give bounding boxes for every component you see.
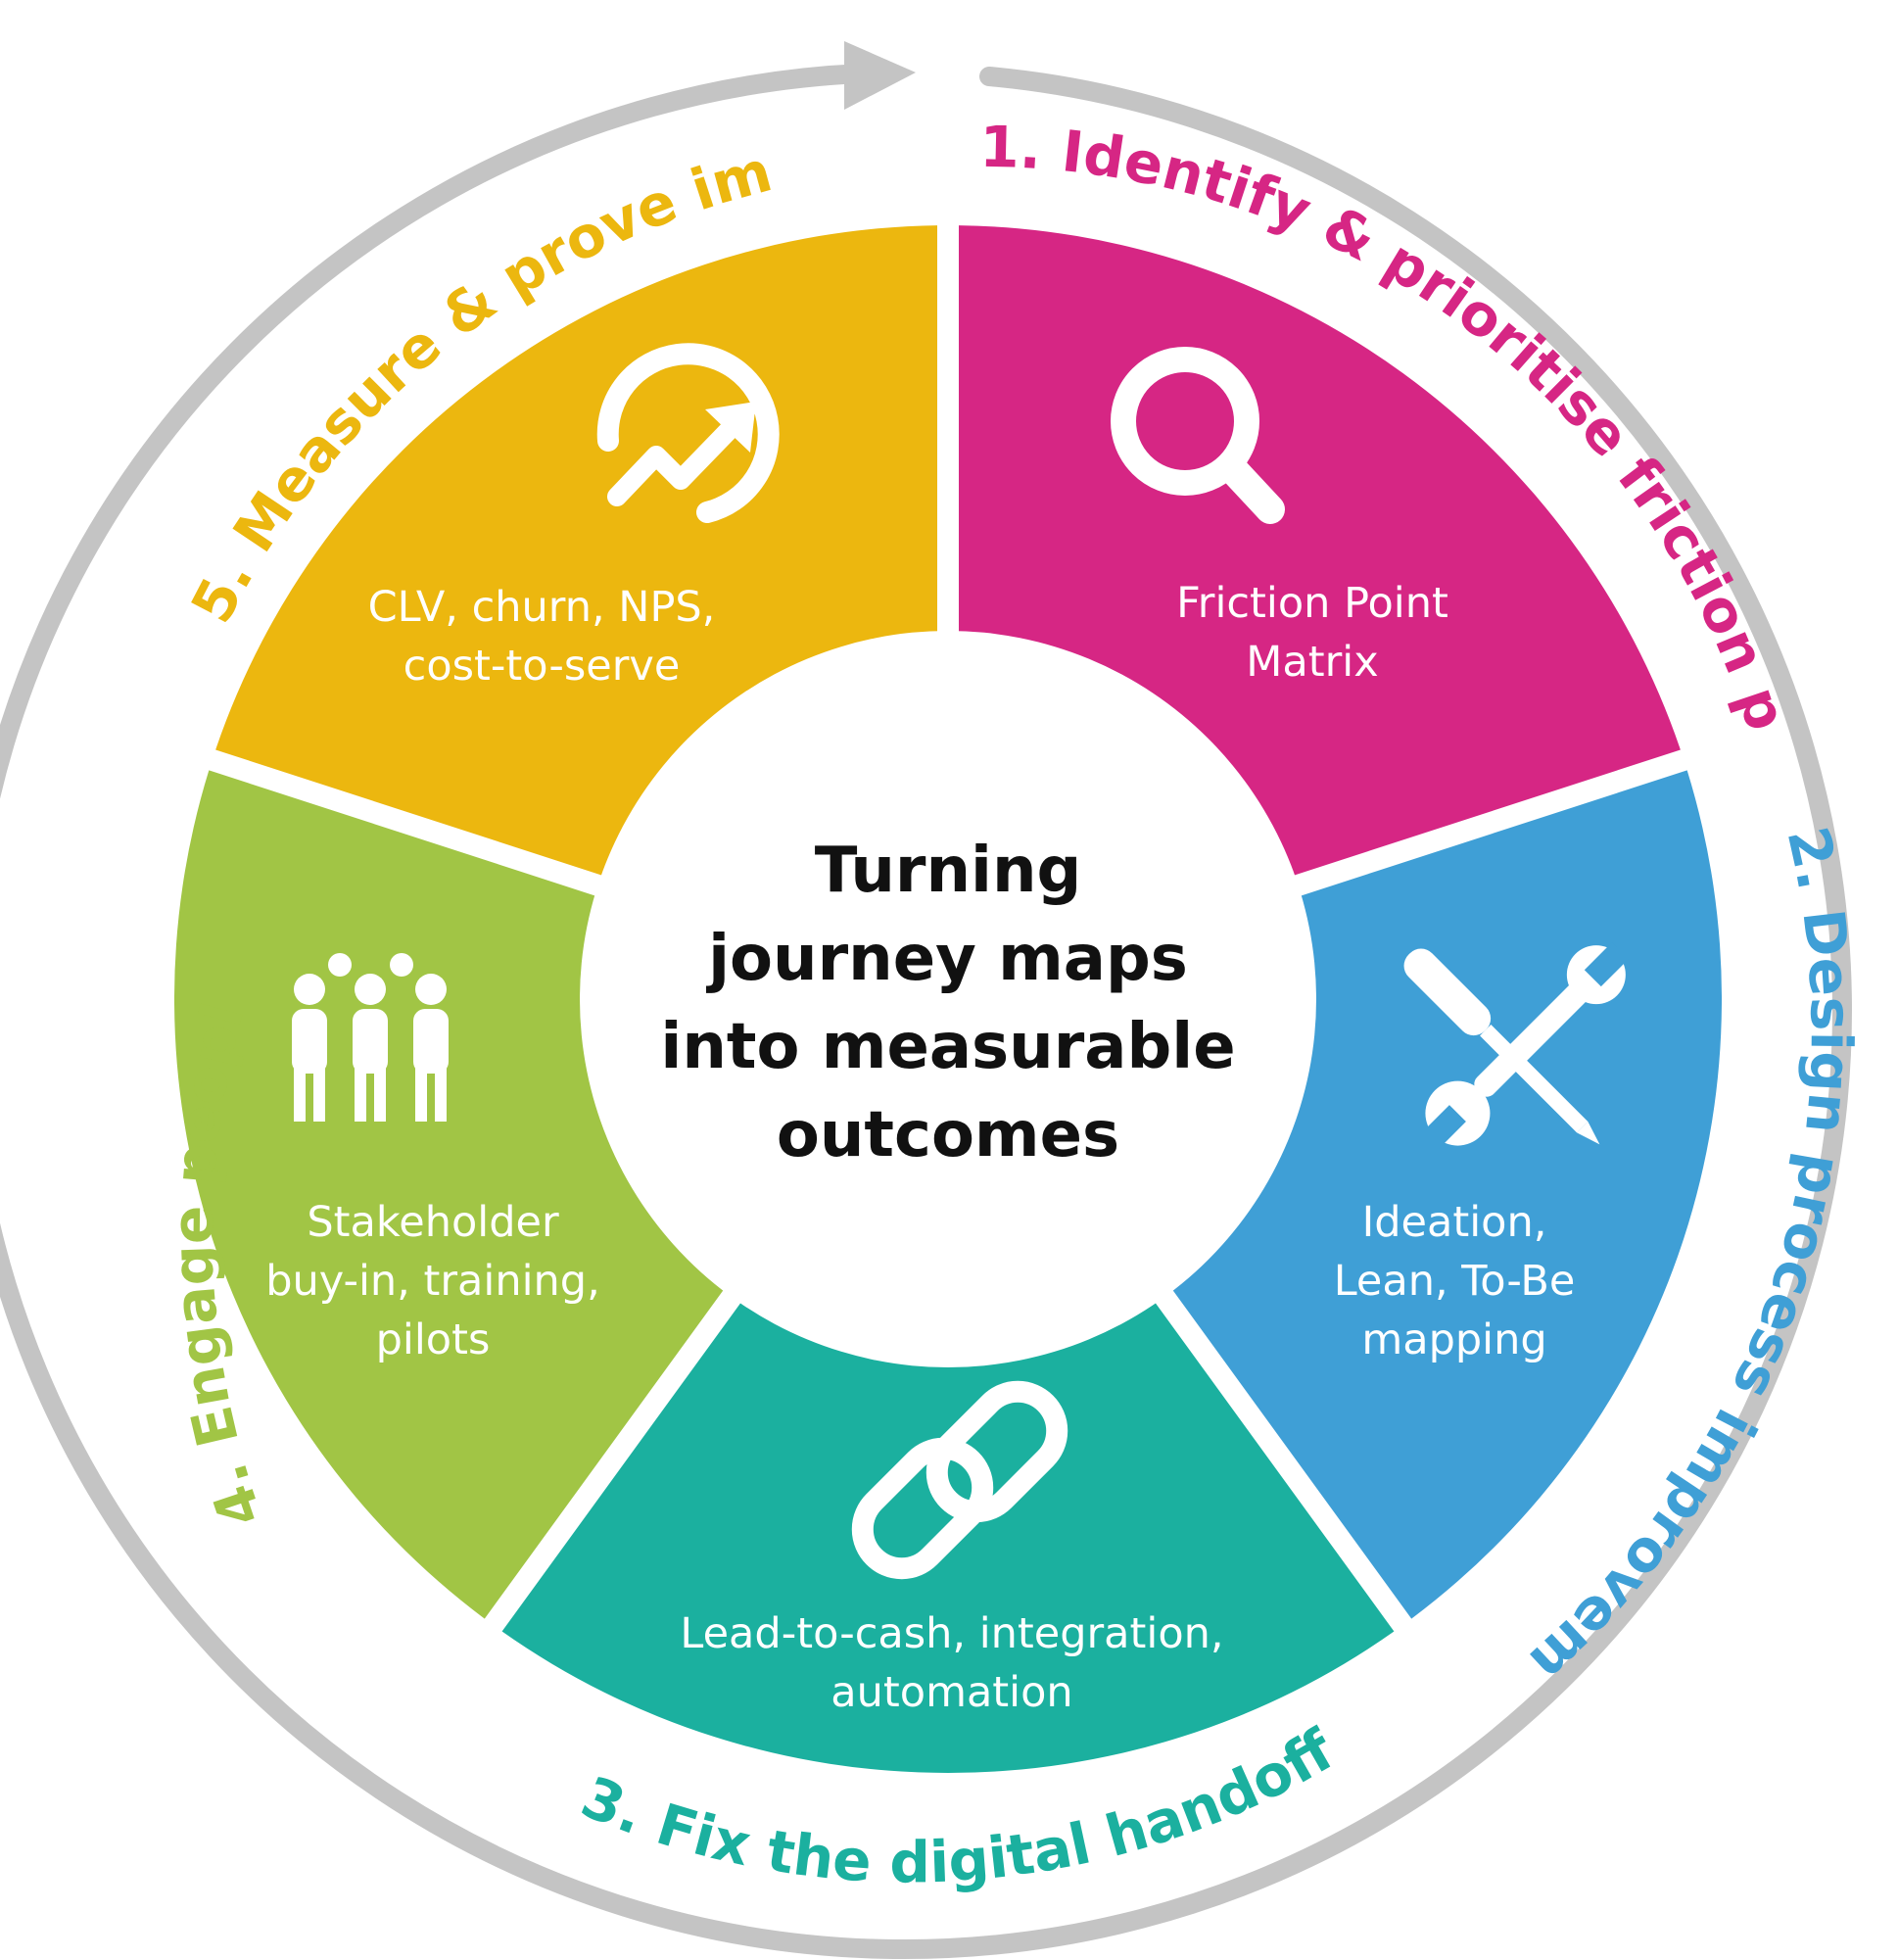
stage-1-detail-line-2: Matrix — [1246, 638, 1378, 687]
wrench-screwdriver-icon — [1403, 941, 1630, 1150]
stage-5-detail-line-2: cost-to-serve — [403, 642, 681, 691]
stage-4-detail-line-3: pilots — [376, 1315, 491, 1364]
stage-2-detail-line-3: mapping — [1361, 1315, 1546, 1364]
stage-5-detail-line-1: CLV, churn, NPS, — [368, 583, 716, 632]
stage-2-detail-line-1: Ideation, — [1362, 1198, 1547, 1247]
magnifying-glass-icon — [1111, 347, 1285, 524]
stage-4-detail-line-1: Stakeholder — [307, 1198, 559, 1247]
center-title-line-3: into measurable — [660, 1011, 1235, 1083]
stage-title-4: 4. Engage people — [0, 0, 275, 1535]
center-title: Turning journey maps into measurable out… — [660, 835, 1235, 1171]
stage-4-detail-line-2: buy-in, training, — [265, 1257, 600, 1306]
ring-arrowhead — [844, 41, 916, 110]
center-title-line-1: Turning — [815, 835, 1082, 907]
center-title-line-4: outcomes — [777, 1099, 1119, 1171]
people-group-icon — [292, 953, 449, 1122]
stage-2-detail-line-2: Lean, To-Be — [1334, 1257, 1576, 1306]
center-title-line-2: journey maps — [705, 923, 1188, 995]
cycle-ring — [0, 41, 1852, 1960]
stage-3-detail-line-2: automation — [830, 1668, 1072, 1717]
growth-arrow-icon — [596, 343, 780, 523]
stage-1-detail-line-1: Friction Point — [1176, 579, 1448, 628]
chain-link-icon — [851, 1380, 1068, 1580]
ring-arc — [0, 64, 1852, 1960]
center-circle — [580, 631, 1316, 1367]
stage-3-detail-line-1: Lead-to-cash, integration, — [680, 1609, 1223, 1658]
